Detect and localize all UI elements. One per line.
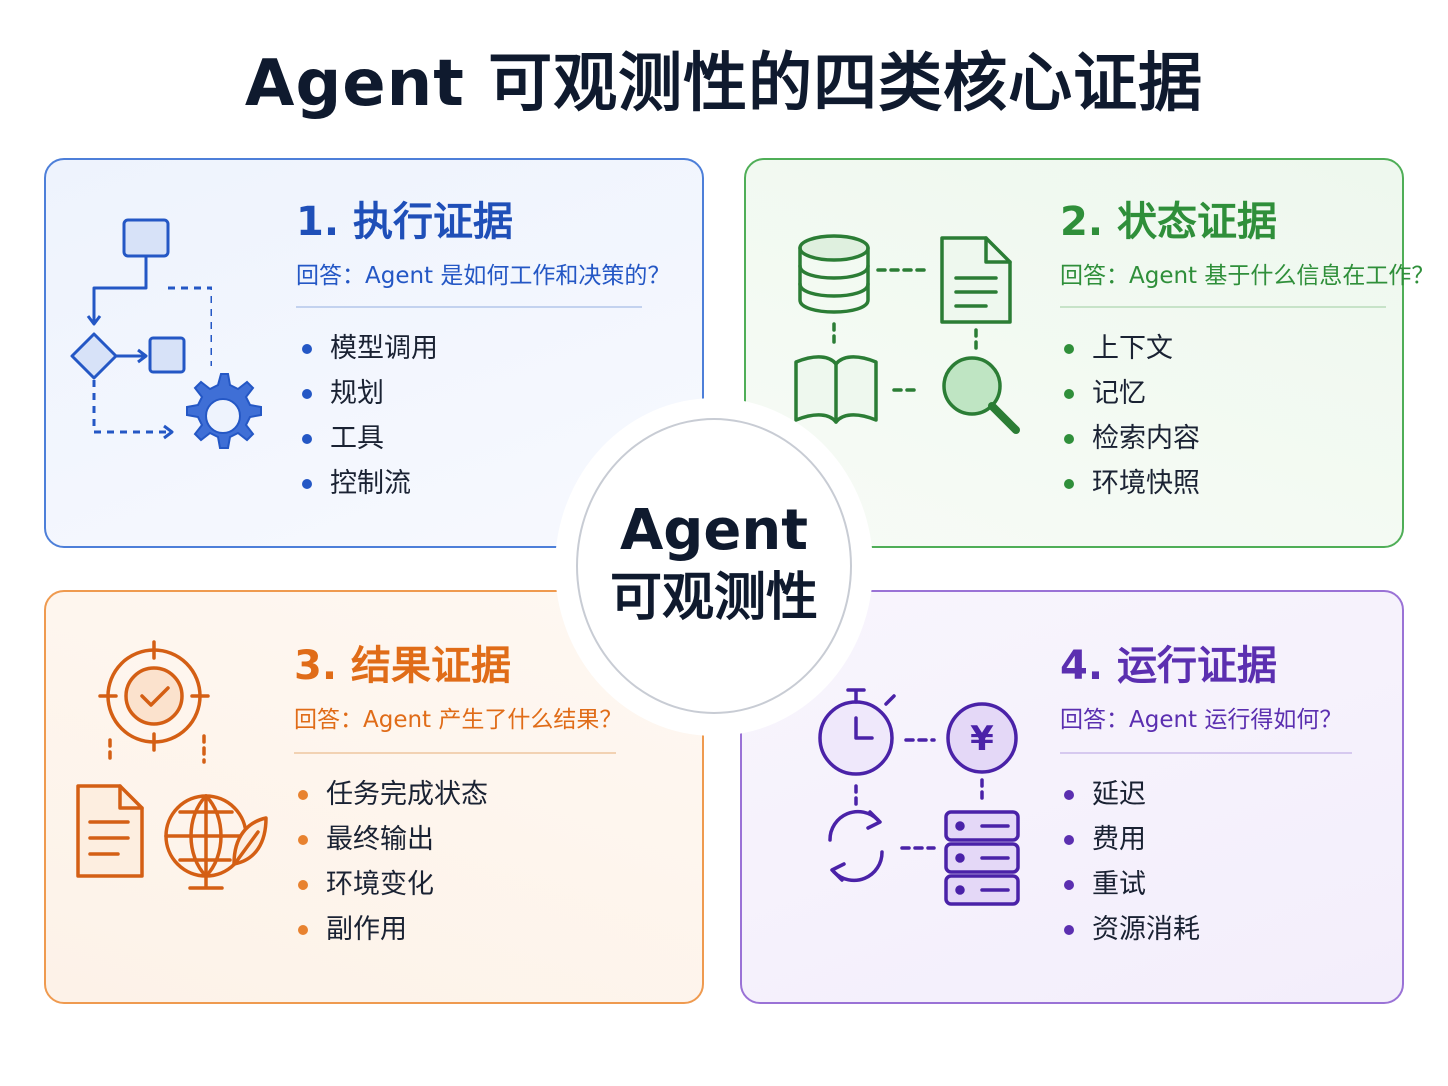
list-item: 规划 [300,371,438,416]
document-icon [940,236,1012,324]
globe-leaf-icon [164,794,268,890]
stopwatch-icon [818,688,896,776]
card-title: 2. 状态证据 [1060,199,1277,245]
divider [294,752,616,754]
list-item: 记忆 [1062,371,1200,416]
runtime-icons: ¥ [818,688,1020,906]
page-title: Agent 可观测性的四类核心证据 [244,47,1204,121]
evidence-list: 上下文 记忆 检索内容 环境快照 [1062,326,1200,506]
list-item: 最终输出 [296,817,488,862]
card-execution-evidence: 1. 执行证据 回答：Agent 是如何工作和决策的？ 模型调用 规划 工具 控… [44,158,704,548]
list-item: 工具 [300,416,438,461]
center-hub: Agent 可观测性 [576,418,852,714]
book-icon [794,355,878,424]
list-item: 检索内容 [1062,416,1200,461]
magnifier-icon [942,356,1020,434]
evidence-list: 延迟 费用 重试 资源消耗 [1062,772,1200,952]
list-item: 费用 [1062,817,1200,862]
hub-title-line2: 可观测性 [609,568,818,628]
list-item: 上下文 [1062,326,1200,371]
document-icon [76,784,144,878]
card-state-evidence: 2. 状态证据 回答：Agent 基于什么信息在工作？ 上下文 记忆 检索内容 … [744,158,1434,548]
card-title: 1. 执行证据 [296,199,513,245]
list-item: 模型调用 [300,326,438,371]
divider [1060,306,1386,308]
card-title: 3. 结果证据 [294,643,511,689]
list-item: 环境快照 [1062,461,1200,506]
divider [296,306,642,308]
list-item: 任务完成状态 [296,772,488,817]
gear-icon [186,373,262,449]
state-icons [794,234,1020,434]
card-question: 回答：Agent 产生了什么结果？ [294,707,623,733]
target-check-icon [98,640,210,752]
list-item: 重试 [1062,862,1200,907]
list-item: 副作用 [296,907,488,952]
list-item: 资源消耗 [1062,907,1200,952]
flowchart-icon [70,218,212,440]
server-icon [944,810,1020,906]
list-item: 延迟 [1062,772,1200,817]
list-item: 环境变化 [296,862,488,907]
refresh-icon [828,809,884,883]
evidence-list: 模型调用 规划 工具 控制流 [300,326,438,506]
card-question: 回答：Agent 是如何工作和决策的？ [296,263,671,289]
yen-coin-icon [946,702,1018,774]
database-icon [798,234,870,314]
hub-title-line1: Agent [619,498,809,563]
divider [1060,752,1352,754]
result-icons [76,640,268,890]
currency-symbol: ¥ [970,719,994,759]
card-title: 4. 运行证据 [1060,643,1277,689]
evidence-list: 任务完成状态 最终输出 环境变化 副作用 [296,772,488,952]
card-question: 回答：Agent 运行得如何？ [1060,707,1343,733]
card-question: 回答：Agent 基于什么信息在工作？ [1060,263,1435,289]
card-runtime-evidence: ¥ 4. 运行证据 回答：Agent 运行得如何？ 延迟 费用 重试 资源消耗 [740,590,1404,1004]
list-item: 控制流 [300,461,438,506]
